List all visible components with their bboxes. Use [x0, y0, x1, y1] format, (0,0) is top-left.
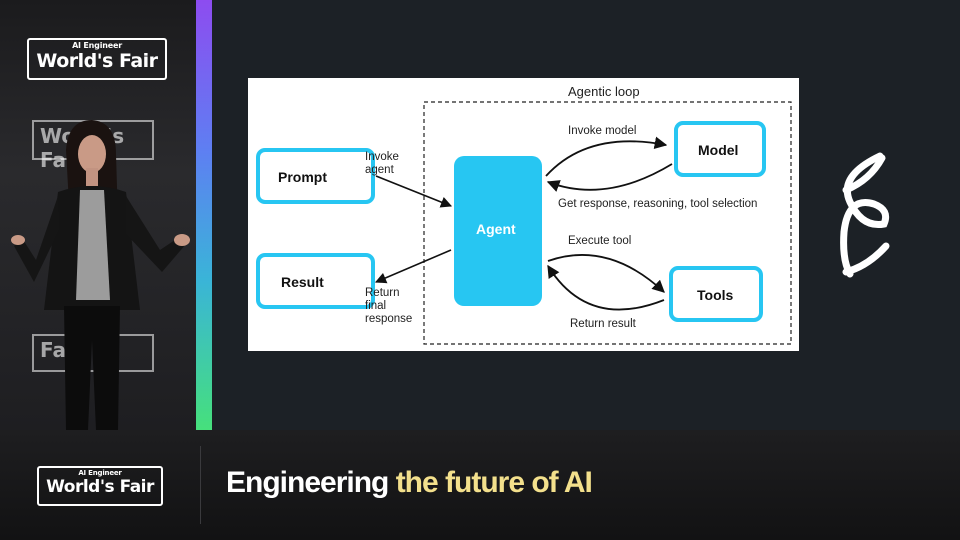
arrow-return-final: [376, 250, 451, 282]
arrow-return-result: [548, 266, 664, 310]
label-return-final-line2: final: [365, 300, 386, 312]
accent-gradient-bar: [196, 0, 212, 430]
agentic-loop-diagram: Agentic loop Prompt Result Agent Model T…: [248, 78, 799, 351]
agent-node-label: Agent: [476, 221, 516, 237]
presenter-figure: [0, 110, 196, 430]
logo-small-text: AI Engineer: [29, 41, 165, 50]
dna-helix-icon: [828, 150, 898, 280]
label-invoke-agent-line1: Invoke: [365, 151, 399, 163]
arrow-execute-tool: [548, 255, 664, 292]
model-node-label: Model: [698, 142, 738, 158]
tagline-prefix: Engineering: [226, 466, 396, 499]
label-invoke-agent-line2: agent: [365, 164, 395, 176]
label-get-response: Get response, reasoning, tool selection: [558, 198, 757, 210]
slide-diagram: Agentic loop Prompt Result Agent Model T…: [248, 78, 799, 351]
speaker-panel: AI Engineer World's Fair World's Fair Fa…: [0, 0, 196, 430]
event-tagline: Engineering the future of AI: [226, 466, 592, 500]
logo-bottom-big-text: World's Fair: [39, 477, 161, 498]
event-logo-top: AI Engineer World's Fair: [27, 38, 167, 80]
event-logo-bottom: AI Engineer World's Fair: [37, 466, 163, 506]
arrow-invoke-agent: [376, 176, 451, 206]
tagline-highlight: the future of AI: [396, 466, 592, 499]
result-node-label: Result: [281, 274, 324, 290]
arrow-get-response: [548, 164, 672, 190]
label-execute-tool: Execute tool: [568, 235, 631, 247]
arrow-invoke-model: [546, 141, 666, 176]
logo-bottom-small-text: AI Engineer: [39, 469, 161, 477]
tools-node-label: Tools: [697, 287, 734, 303]
lower-third-divider: [200, 446, 201, 524]
label-invoke-model: Invoke model: [568, 125, 636, 137]
logo-big-text: World's Fair: [29, 50, 165, 72]
prompt-node-label: Prompt: [278, 169, 327, 185]
label-return-final-line1: Return: [365, 287, 400, 299]
label-return-final-line3: response: [365, 313, 412, 325]
label-return-result: Return result: [570, 318, 637, 330]
loop-title: Agentic loop: [568, 84, 640, 99]
